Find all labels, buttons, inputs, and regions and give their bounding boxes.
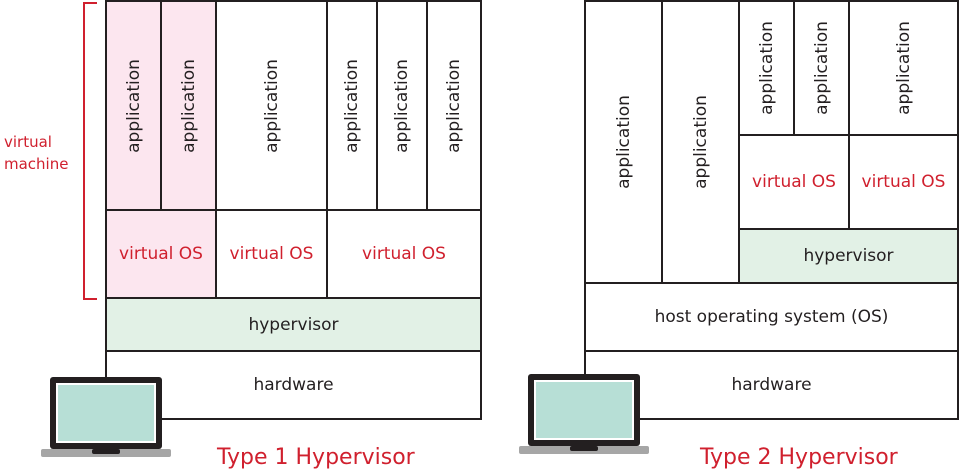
type2-hypervisor: hypervisor [738, 228, 959, 284]
type2-guest-app-2: application [793, 0, 850, 136]
type1-hardware: hardware [105, 350, 482, 420]
type2-virtual-os-2: virtual OS [848, 134, 959, 230]
type1-virtual-os-1: virtual OS [105, 209, 217, 299]
laptop-icon [41, 377, 171, 457]
type2-virtual-os-1: virtual OS [738, 134, 850, 230]
type2-hardware: hardware [584, 350, 959, 420]
type2-title: Type 2 Hypervisor [700, 445, 898, 470]
type2-guest-app-1: application [738, 0, 795, 136]
type1-app-5: application [376, 0, 428, 211]
laptop-icon [519, 374, 649, 454]
type1-app-2: application [160, 0, 217, 211]
type1-virtual-os-2: virtual OS [215, 209, 328, 299]
type1-virtual-os-3: virtual OS [326, 209, 482, 299]
type1-app-3: application [215, 0, 328, 211]
virtual-machine-label: virtual machine [4, 133, 69, 173]
type1-title: Type 1 Hypervisor [217, 445, 415, 470]
type1-hypervisor: hypervisor [105, 297, 482, 352]
type2-host-app-2: application [661, 0, 740, 284]
type1-app-1: application [105, 0, 162, 211]
type2-host-app-1: application [584, 0, 663, 284]
type2-guest-app-3: application [848, 0, 959, 136]
type1-app-6: application [426, 0, 482, 211]
type1-app-4: application [326, 0, 378, 211]
type2-host-os: host operating system (OS) [584, 282, 959, 352]
virtual-machine-bracket [83, 2, 97, 300]
